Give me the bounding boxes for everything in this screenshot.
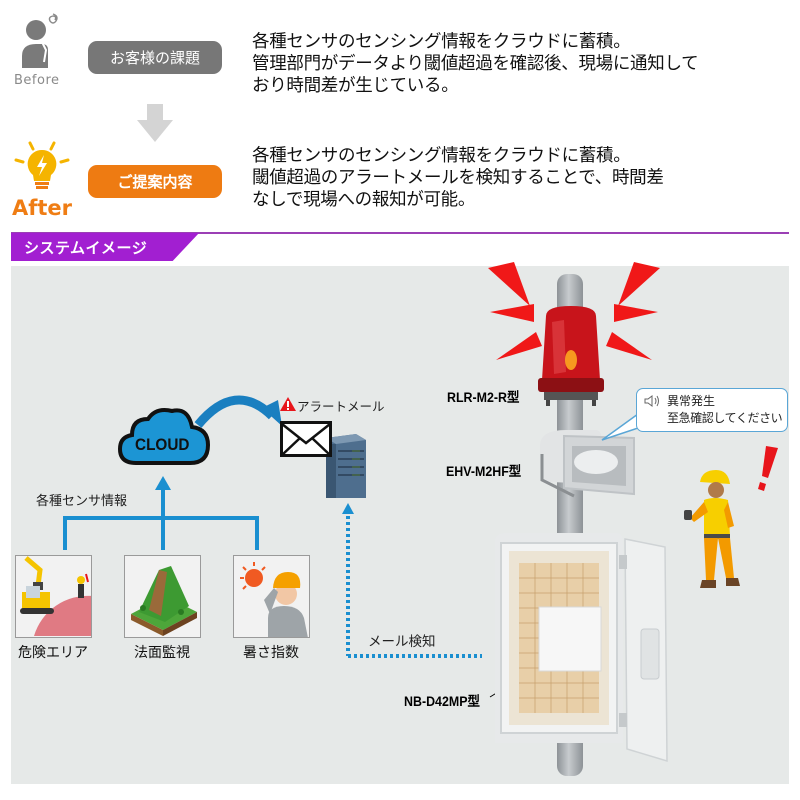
proposal-pill: ご提案内容 xyxy=(88,165,222,198)
before-description-line: 各種センサのセンシング情報をクラウドに蓄積。 xyxy=(252,32,631,52)
after-description-line: 閾値超過のアラートメールを検知することで、時間差 xyxy=(252,168,664,188)
alert-mail-label: アラートメール xyxy=(297,399,385,414)
alert-rays-icon xyxy=(488,262,660,360)
sensor-info-label: 各種センサ情報 xyxy=(36,494,128,509)
sensor-slope-monitoring xyxy=(124,555,201,638)
warning-icon xyxy=(280,397,296,411)
cloud-label: CLOUD xyxy=(135,435,190,454)
up-arrow-to-cloud-icon xyxy=(155,476,171,490)
site-worker-icon xyxy=(684,470,744,592)
sensor-label-danger-area: 危険エリア xyxy=(18,645,88,661)
before-description-line: おり時間差が生じている。 xyxy=(252,76,459,96)
sensor-heat-index xyxy=(233,555,310,638)
excavator-danger-area-icon xyxy=(20,556,91,636)
announcement-line-1: 異常発生 xyxy=(667,394,716,408)
sensor-tree-lines xyxy=(63,488,259,550)
announcement-line-2: 至急確認してください xyxy=(667,411,783,425)
exclamation-icon xyxy=(758,446,778,491)
down-arrow-icon xyxy=(135,104,175,144)
mail-server-icon xyxy=(322,432,368,500)
slope-monitoring-icon xyxy=(131,566,197,636)
mail-detection-label: メール検知 xyxy=(368,634,436,650)
after-description: 各種センサのセンシング情報をクラウドに蓄積。 閾値超過のアラートメールを検知する… xyxy=(252,145,664,211)
announcement-bubble: 異常発生 至急確認してください xyxy=(636,388,788,432)
before-person-icon xyxy=(20,10,70,70)
sensor-danger-area xyxy=(15,555,92,638)
sensor-label-heat-index: 暑さ指数 xyxy=(243,645,299,661)
section-header: システムイメージ xyxy=(11,233,199,261)
section-title: システムイメージ xyxy=(24,239,148,257)
customer-issue-pill: お客様の課題 xyxy=(88,41,222,74)
speaker-sound-icon xyxy=(644,395,659,407)
rotating-beacon-icon xyxy=(536,302,606,406)
cloud-icon: CLOUD xyxy=(116,405,212,469)
after-description-line: なしで現場への報知が可能。 xyxy=(252,190,476,210)
speaker-model-label: EHV-M2HF型 xyxy=(446,464,522,479)
section-divider xyxy=(11,232,789,234)
before-description: 各種センサのセンシング情報をクラウドに蓄積。 管理部門がデータより閾値超過を確認… xyxy=(252,31,699,97)
lightbulb-icon xyxy=(12,138,72,196)
after-label: After xyxy=(12,196,73,220)
sensor-label-slope-monitoring: 法面監視 xyxy=(134,645,190,661)
up-arrow-to-server-icon xyxy=(342,503,354,514)
before-label: Before xyxy=(14,73,60,88)
envelope-icon xyxy=(280,421,332,457)
control-cabinet-icon xyxy=(495,533,675,773)
beacon-model-label: RLR-M2-R型 xyxy=(447,390,520,405)
after-description-line: 各種センサのセンシング情報をクラウドに蓄積。 xyxy=(252,146,631,166)
horn-speaker-icon xyxy=(536,424,636,504)
heat-index-worker-icon xyxy=(240,562,308,637)
mail-detection-line xyxy=(346,516,482,658)
before-description-line: 管理部門がデータより閾値超過を確認後、現場に通知して xyxy=(252,54,699,74)
controller-model-label: NB-D42MP型 xyxy=(404,694,480,709)
